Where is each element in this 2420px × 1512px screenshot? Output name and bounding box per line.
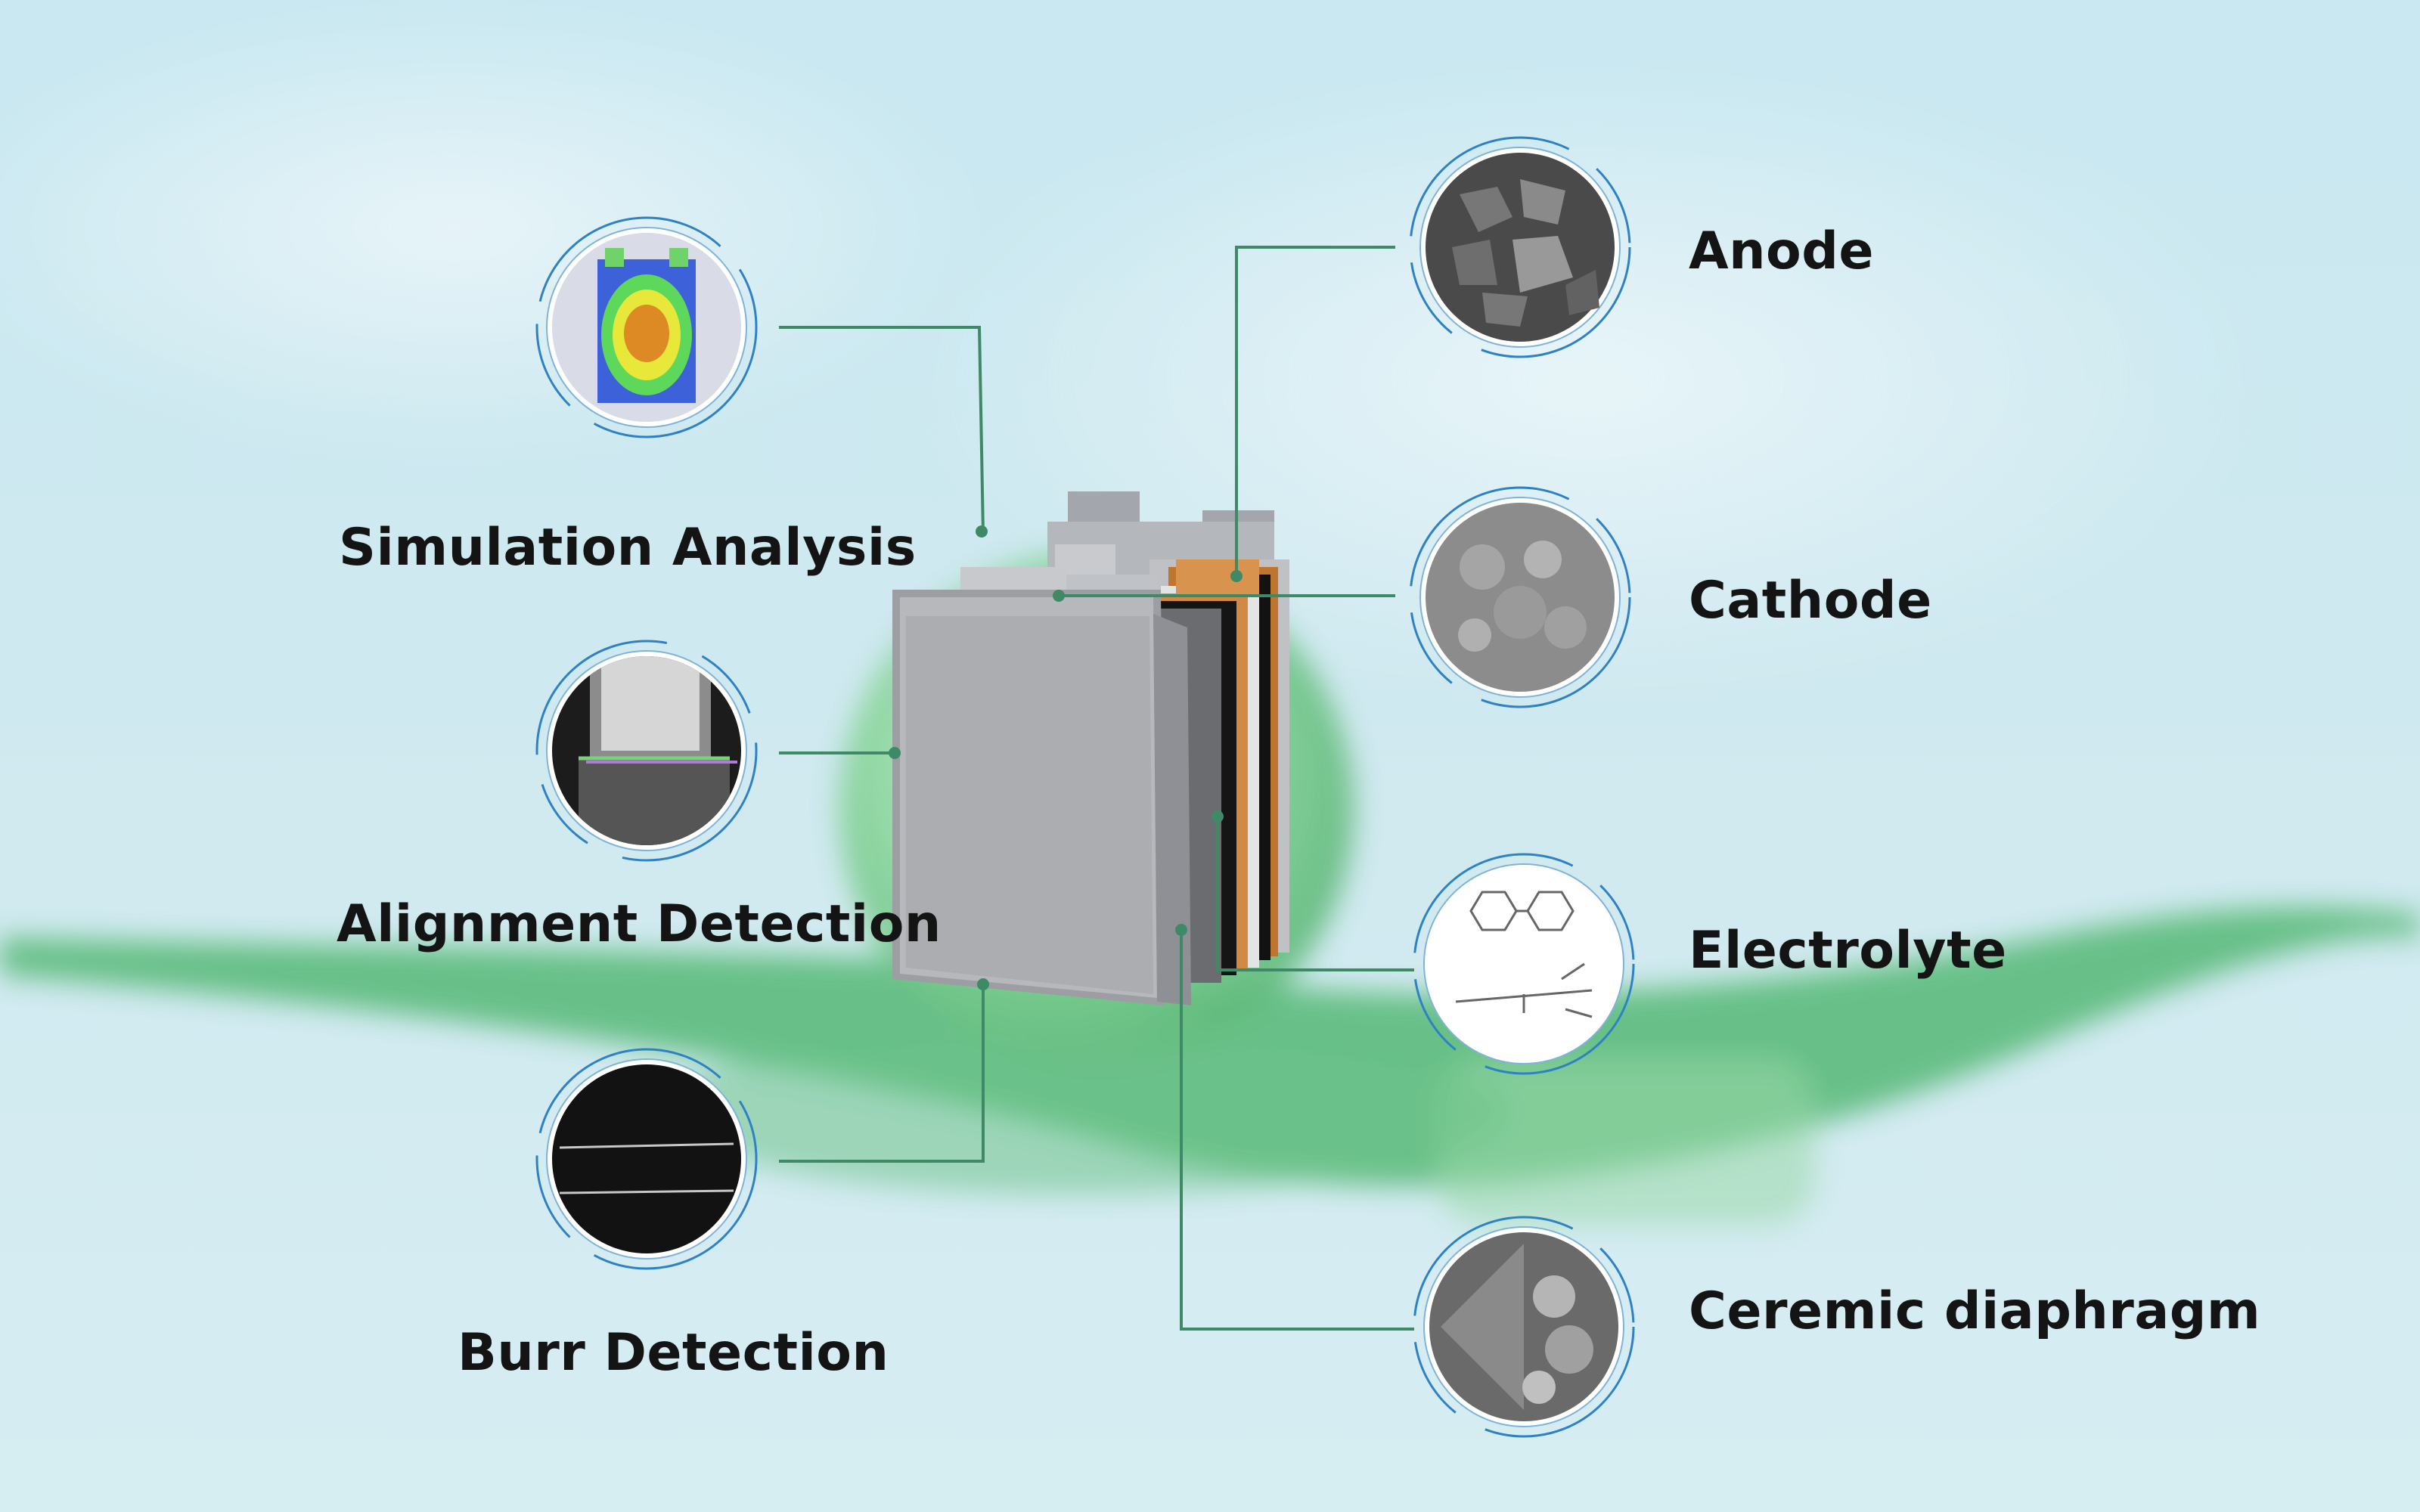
thermal-simulation-icon (535, 216, 758, 438)
cathode-bubble (1407, 484, 1634, 711)
simulation-bubble (533, 214, 760, 441)
label-simulation-analysis: Simulation Analysis (339, 518, 917, 578)
alignment-xray-icon (535, 640, 758, 862)
burr-bubble (533, 1046, 760, 1272)
battery-cell-exploded-icon (892, 491, 1289, 1005)
cathode-sem-icon (1409, 486, 1631, 708)
label-anode: Anode (1689, 222, 1875, 281)
label-alignment-detection: Alignment Detection (337, 894, 942, 954)
anode-bubble (1407, 134, 1634, 361)
connector-burr (779, 984, 985, 1163)
label-cathode: Cathode (1689, 571, 1932, 631)
burr-image-icon (535, 1048, 758, 1270)
connector-ceramic (1180, 930, 1414, 1331)
label-electrolyte: Electrolyte (1689, 921, 2007, 981)
electrolyte-bubble (1410, 850, 1637, 1077)
alignment-bubble (533, 637, 760, 864)
label-burr-detection: Burr Detection (458, 1323, 889, 1383)
electrolyte-molecule-icon (1413, 853, 1635, 1075)
connector-electrolyte (1216, 816, 1414, 971)
ceramic-bubble (1410, 1213, 1637, 1440)
anode-sem-icon (1409, 136, 1631, 358)
ceramic-diaphragm-sem-icon (1413, 1216, 1635, 1438)
label-ceramic-diaphragm: Ceremic diaphragm (1689, 1281, 2261, 1341)
connector-anode (1235, 246, 1395, 576)
connector-simulation (779, 326, 985, 534)
